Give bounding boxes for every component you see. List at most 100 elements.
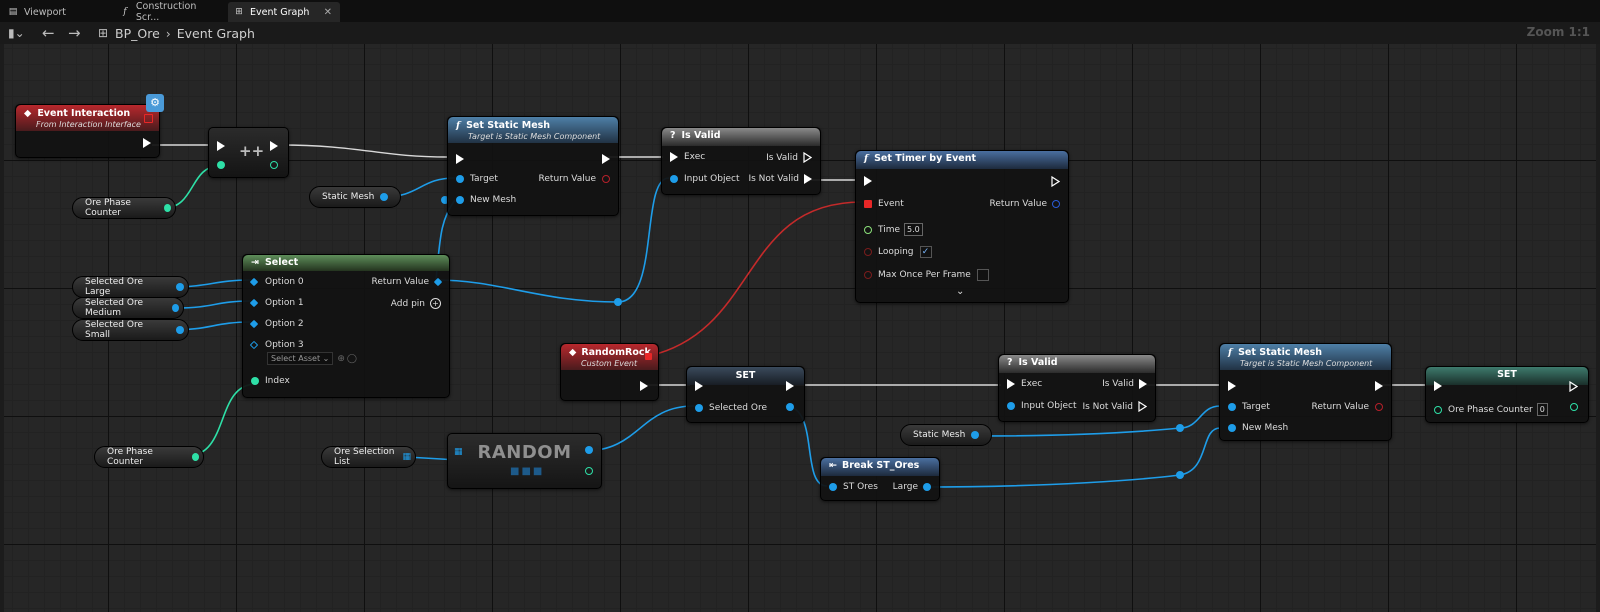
- object-in-pin[interactable]: [1007, 402, 1015, 410]
- exec-in-pin[interactable]: [1228, 381, 1236, 391]
- exec-out-pin[interactable]: [1569, 381, 1578, 392]
- static-mesh-variable[interactable]: Static Mesh: [309, 186, 401, 208]
- exec-out-pin[interactable]: [640, 381, 648, 391]
- random-array-item-node[interactable]: ▦ RANDOM ■■■: [447, 433, 602, 489]
- option-pin[interactable]: [249, 319, 259, 329]
- float-in-pin[interactable]: [864, 225, 872, 234]
- bool-out-pin[interactable]: [1375, 403, 1383, 411]
- bool-in-pin[interactable]: [864, 271, 872, 279]
- tab-viewport[interactable]: ▤ Viewport: [2, 2, 104, 22]
- object-out-pin[interactable]: [786, 403, 794, 411]
- object-out-pin[interactable]: [176, 283, 184, 291]
- struct-in-pin[interactable]: [829, 483, 837, 491]
- exec-in-pin[interactable]: [695, 381, 703, 391]
- exec-out-pin[interactable]: [1138, 401, 1147, 412]
- bookmark-icon[interactable]: ▮⌄: [8, 26, 25, 40]
- int-in-pin[interactable]: [1434, 405, 1442, 414]
- clear-icon[interactable]: ◯: [346, 353, 357, 364]
- value-input[interactable]: 0: [1536, 403, 1548, 416]
- time-input[interactable]: 5.0: [904, 223, 923, 236]
- target-pin[interactable]: [456, 175, 464, 183]
- increment-node[interactable]: ++: [208, 127, 289, 178]
- exec-in-pin[interactable]: [456, 154, 464, 164]
- is-valid-node[interactable]: ?Is Valid Exec Is Valid Input Object Is …: [998, 354, 1156, 422]
- breadcrumb-blueprint[interactable]: BP_Ore: [115, 25, 160, 41]
- ore-selection-list-variable[interactable]: Ore Selection List▦: [321, 446, 416, 468]
- target-pin[interactable]: [1228, 403, 1236, 411]
- bool-in-pin[interactable]: [864, 248, 872, 256]
- new-mesh-pin[interactable]: [1228, 424, 1236, 432]
- tab-construction-script[interactable]: f Construction Scr...: [114, 1, 222, 23]
- object-in-pin[interactable]: [695, 404, 703, 412]
- select-node[interactable]: ⇥Select Option 0 Return Value Option 1 A…: [242, 254, 450, 398]
- index-pin[interactable]: [251, 377, 259, 385]
- exec-in-pin[interactable]: [1434, 381, 1442, 391]
- delegate-pin[interactable]: [645, 353, 652, 360]
- object-out-pin[interactable]: [971, 431, 980, 439]
- new-mesh-pin[interactable]: [456, 196, 464, 204]
- max-once-checkbox[interactable]: [976, 269, 989, 281]
- object-out-pin[interactable]: [585, 446, 593, 454]
- break-st-ores-node[interactable]: ⇤Break ST_Ores ST Ores Large: [820, 457, 940, 501]
- looping-checkbox[interactable]: ✓: [919, 246, 932, 258]
- select-asset-dropdown[interactable]: Select Asset ⌄: [267, 352, 334, 365]
- exec-in-pin[interactable]: [217, 141, 225, 151]
- selected-ore-large-variable[interactable]: Selected Ore Large: [72, 276, 189, 298]
- event-pin[interactable]: [864, 200, 872, 208]
- exec-in-pin[interactable]: [864, 176, 872, 186]
- exec-out-pin[interactable]: [1051, 176, 1060, 187]
- return-pin[interactable]: [433, 277, 443, 287]
- int-out-pin[interactable]: [1570, 403, 1578, 411]
- add-pin-icon[interactable]: +: [430, 298, 441, 309]
- browse-icon[interactable]: ⊕: [337, 353, 345, 364]
- object-out-pin[interactable]: [172, 304, 179, 312]
- handle-out-pin[interactable]: [1052, 200, 1060, 208]
- selected-ore-medium-variable[interactable]: Selected Ore Medium: [72, 297, 184, 319]
- exec-in-pin[interactable]: [1007, 379, 1015, 389]
- object-out-pin[interactable]: [923, 483, 931, 491]
- option-pin[interactable]: [249, 277, 259, 287]
- random-rock-event-node[interactable]: ◆RandomRock Custom Event: [560, 343, 659, 401]
- exec-out-pin[interactable]: [803, 152, 812, 163]
- exec-in-pin[interactable]: [670, 152, 678, 162]
- exec-out-pin[interactable]: [1139, 379, 1147, 389]
- expand-chevron-icon[interactable]: ⌄: [956, 286, 965, 297]
- int-out-pin[interactable]: [191, 453, 199, 461]
- close-icon[interactable]: ✕: [323, 6, 332, 18]
- array-grid-icon[interactable]: ▦: [402, 452, 411, 462]
- tab-event-graph[interactable]: ⊞ Event Graph ✕: [228, 2, 340, 22]
- object-out-pin[interactable]: [176, 326, 184, 334]
- array-grid-icon[interactable]: ▦: [454, 447, 463, 457]
- option-pin[interactable]: [249, 298, 259, 308]
- exec-out-pin[interactable]: [602, 154, 610, 164]
- int-out-pin[interactable]: [164, 204, 171, 212]
- exec-out-pin[interactable]: [270, 141, 278, 151]
- exec-out-pin[interactable]: [143, 138, 151, 148]
- set-selected-ore-node[interactable]: SET Selected Ore: [686, 366, 805, 423]
- bool-out-pin[interactable]: [602, 175, 610, 183]
- is-valid-node[interactable]: ?Is Valid Exec Is Valid Input Object Is …: [661, 127, 821, 195]
- selected-ore-small-variable[interactable]: Selected Ore Small: [72, 319, 189, 341]
- exec-out-pin[interactable]: [804, 174, 812, 184]
- zoom-level: Zoom 1:1: [1526, 25, 1590, 39]
- int-out-pin[interactable]: [585, 467, 593, 475]
- ore-phase-counter-variable[interactable]: Ore Phase Counter: [94, 446, 204, 468]
- object-out-pin[interactable]: [380, 193, 389, 201]
- event-diamond-icon: ◆: [569, 347, 577, 358]
- event-interaction-node[interactable]: ◆Event Interaction From Interaction Inte…: [15, 104, 160, 158]
- exec-out-pin[interactable]: [786, 381, 794, 391]
- back-arrow-icon[interactable]: ←: [42, 24, 55, 42]
- delegate-pin[interactable]: [144, 114, 153, 123]
- exec-out-pin[interactable]: [1375, 381, 1383, 391]
- int-in-pin[interactable]: [217, 161, 225, 169]
- int-out-pin[interactable]: [270, 161, 278, 169]
- object-in-pin[interactable]: [670, 175, 678, 183]
- forward-arrow-icon[interactable]: →: [68, 24, 81, 42]
- static-mesh-variable[interactable]: Static Mesh: [900, 424, 992, 446]
- option-pin[interactable]: [249, 340, 259, 350]
- ore-phase-counter-variable[interactable]: Ore Phase Counter: [72, 197, 176, 219]
